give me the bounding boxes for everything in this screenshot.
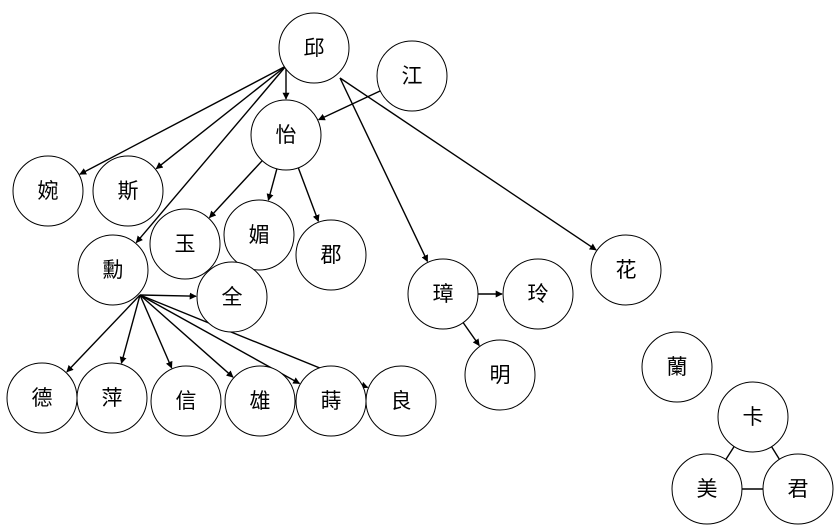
node-circle xyxy=(278,12,350,84)
node-shi: 蒔 xyxy=(295,365,367,437)
node-quan: 全 xyxy=(196,261,268,333)
edge-qiu-zhang-arrow xyxy=(339,77,429,263)
node-circle xyxy=(464,339,536,411)
node-label: 全 xyxy=(222,285,243,309)
node-label: 明 xyxy=(490,363,511,387)
node-mei: 美 xyxy=(671,453,743,525)
node-yi: 怡 xyxy=(250,99,322,171)
node-label: 璋 xyxy=(433,282,454,306)
node-label: 玉 xyxy=(175,232,196,256)
node-label: 君 xyxy=(788,477,809,501)
node-label: 良 xyxy=(391,389,412,413)
node-label: 媚 xyxy=(249,223,270,247)
node-ping: 萍 xyxy=(76,362,148,434)
edge-xun-ping-arrow xyxy=(119,294,141,364)
node-de: 德 xyxy=(6,362,78,434)
node-circle xyxy=(196,261,268,333)
edge-qiu-si-arrow xyxy=(155,65,287,170)
node-circle xyxy=(376,40,448,112)
node-ling: 玲 xyxy=(502,258,574,330)
edge-ka-mei-link xyxy=(725,446,735,460)
node-circle xyxy=(149,208,221,280)
node-circle xyxy=(12,155,84,227)
node-yu: 玉 xyxy=(149,208,221,280)
node-wan: 婉 xyxy=(12,155,84,227)
edge-ka-jun-link xyxy=(770,446,781,460)
edge-qiu-xun-arrow xyxy=(135,65,287,244)
edge-qiu-hua-arrow xyxy=(339,77,597,251)
node-label: 郡 xyxy=(321,243,342,267)
node-circle xyxy=(641,331,713,403)
node-label: 斯 xyxy=(118,179,139,203)
node-qiu: 邱 xyxy=(278,12,350,84)
node-label: 勳 xyxy=(103,258,124,282)
node-label: 蘭 xyxy=(667,355,688,379)
node-label: 蒔 xyxy=(321,389,342,413)
node-ka: 卡 xyxy=(717,381,789,453)
edge-xun-de-arrow xyxy=(66,294,141,373)
edge-yi-jun_county-arrow xyxy=(297,167,320,222)
edge-yi-mei_beauty-arrow xyxy=(266,168,278,201)
node-hua: 花 xyxy=(590,234,662,306)
node-label: 德 xyxy=(32,386,53,410)
edge-xun-quan-arrow xyxy=(139,292,197,300)
node-circle xyxy=(77,234,149,306)
node-label: 萍 xyxy=(102,386,123,410)
node-mei_beauty: 媚 xyxy=(223,199,295,271)
node-label: 信 xyxy=(176,389,197,413)
node-jun: 君 xyxy=(762,453,834,525)
node-xun: 勳 xyxy=(77,234,149,306)
edge-xun-xiong-arrow xyxy=(139,294,234,378)
node-lan: 蘭 xyxy=(641,331,713,403)
node-label: 邱 xyxy=(304,36,325,60)
node-label: 江 xyxy=(402,64,423,88)
node-label: 美 xyxy=(697,477,718,501)
node-circle xyxy=(224,365,296,437)
node-label: 雄 xyxy=(250,389,271,413)
node-zhang: 璋 xyxy=(407,258,479,330)
node-circle xyxy=(407,258,479,330)
node-jiang: 江 xyxy=(376,40,448,112)
edges-layer xyxy=(66,65,781,490)
edge-qiu-wan-arrow xyxy=(79,65,287,175)
node-circle xyxy=(365,365,437,437)
node-circle xyxy=(762,453,834,525)
node-circle xyxy=(223,199,295,271)
node-circle xyxy=(502,258,574,330)
node-label: 怡 xyxy=(276,123,297,147)
node-circle xyxy=(76,362,148,434)
node-si: 斯 xyxy=(92,155,164,227)
node-circle xyxy=(250,99,322,171)
node-liang: 良 xyxy=(365,365,437,437)
node-label: 花 xyxy=(616,258,637,282)
node-label: 玲 xyxy=(528,282,549,306)
edge-xun-xin-arrow xyxy=(139,294,173,369)
node-label: 卡 xyxy=(743,405,764,429)
node-xin: 信 xyxy=(150,365,222,437)
node-circle xyxy=(92,155,164,227)
node-circle xyxy=(671,453,743,525)
node-circle xyxy=(717,381,789,453)
node-circle xyxy=(150,365,222,437)
node-label: 婉 xyxy=(38,179,59,203)
edge-jiang-yi-arrow xyxy=(317,90,381,121)
edge-zhang-ming-arrow xyxy=(462,322,480,347)
node-ming: 明 xyxy=(464,339,536,411)
node-circle xyxy=(295,219,367,291)
edge-yi-yu-arrow xyxy=(208,160,263,219)
node-jun_county: 郡 xyxy=(295,219,367,291)
node-circle xyxy=(590,234,662,306)
node-xiong: 雄 xyxy=(224,365,296,437)
